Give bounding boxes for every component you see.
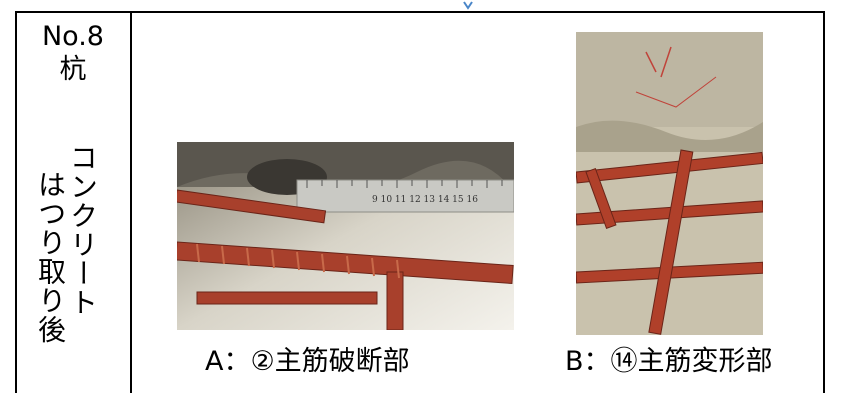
caption-a: A：②主筋破断部 bbox=[205, 346, 410, 377]
chevron-down-icon bbox=[463, 1, 473, 10]
vertical-label-concrete: コンクリート bbox=[66, 143, 99, 317]
ruler-scale: 9 10 11 12 13 14 15 16 bbox=[372, 195, 478, 205]
photo-a-rebar-broken: 9 10 11 12 13 14 15 16 bbox=[177, 142, 514, 330]
column-divider bbox=[130, 11, 132, 393]
caption-b: B：⑭主筋変形部 bbox=[565, 346, 773, 377]
table-frame bbox=[15, 11, 825, 393]
photo-b-rebar-deformed bbox=[576, 32, 763, 335]
vertical-label-after-chipping: はつり取り後 bbox=[34, 170, 67, 344]
pile-number: No.8 bbox=[41, 21, 104, 52]
pile-label: 杭 bbox=[59, 54, 87, 85]
